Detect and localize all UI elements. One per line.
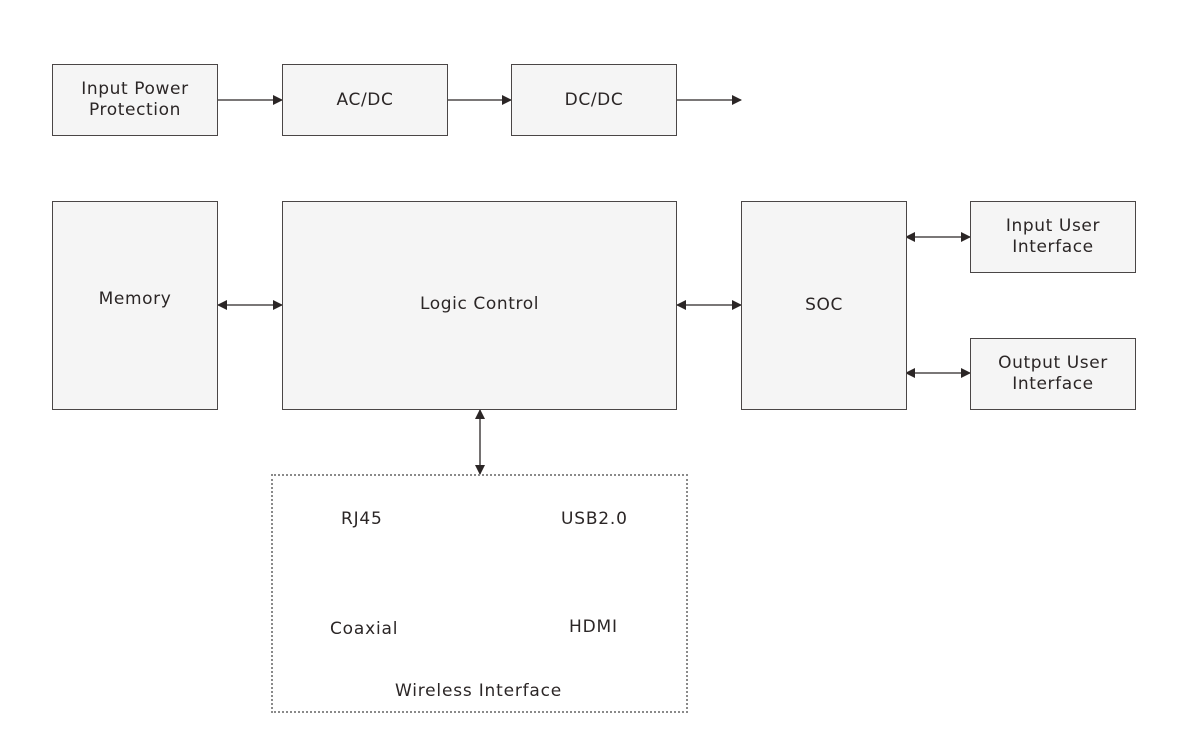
output-user-interface-label: Output User Interface (998, 353, 1108, 394)
wireless-interface-title: Wireless Interface (395, 681, 563, 701)
output-user-interface-block: Output User Interface (970, 338, 1136, 410)
dc-dc-label: DC/DC (564, 89, 624, 110)
wireless-interface-group (271, 474, 688, 713)
interface-coaxial: Coaxial (330, 619, 399, 639)
soc-block: SOC (741, 201, 907, 410)
ac-dc-block: AC/DC (282, 64, 448, 136)
input-user-interface-block: Input User Interface (970, 201, 1136, 273)
dc-dc-block: DC/DC (511, 64, 677, 136)
input-power-protection-block: Input Power Protection (52, 64, 218, 136)
input-power-protection-label: Input Power Protection (81, 79, 189, 120)
logic-control-label: Logic Control (419, 294, 540, 314)
interface-usb2: USB2.0 (561, 509, 628, 529)
soc-label: SOC (805, 295, 843, 315)
input-user-interface-label: Input User Interface (1005, 216, 1101, 257)
interface-hdmi: HDMI (569, 617, 618, 637)
logic-control-block: Logic Control (282, 201, 677, 410)
memory-label: Memory (98, 289, 172, 309)
interface-rj45: RJ45 (341, 509, 383, 529)
ac-dc-label: AC/DC (336, 89, 394, 110)
memory-block: Memory (52, 201, 218, 410)
